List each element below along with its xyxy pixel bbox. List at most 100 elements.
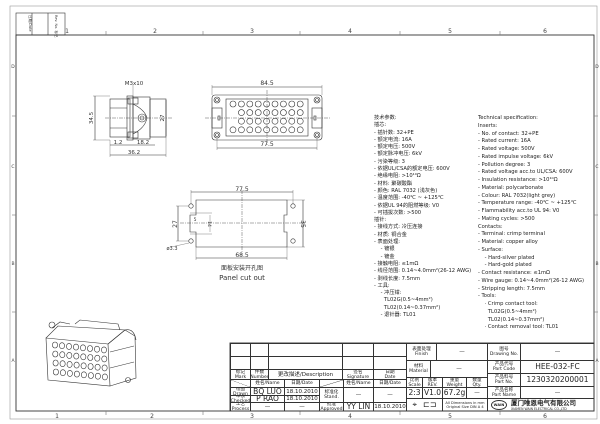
mounting-screw [315,133,319,137]
part-no-value: 1230320200001 [520,373,594,386]
row-letter: B [595,261,598,267]
row-letter: D [11,64,15,70]
spec-line: - Colour: RAL 7032(light grey) [478,192,556,199]
column-number: 1 [55,413,59,420]
column-number: 6 [543,28,547,35]
spec-line: - Insulation resistance: >10¹⁰Ω [478,177,558,183]
projection-symbol-cell: ⌖⊏⊐ [406,398,442,411]
drawing-no-label: 图号 Drawing No. [487,343,520,360]
blank-cell [268,356,342,369]
contact-pin [288,100,296,108]
spec-line: - Temperature range: -40℃ ~ +125℃ [478,200,577,207]
contact-pin [52,341,58,349]
isometric-view-drawing [45,319,137,387]
scale-label: 比例 Scale [406,377,422,387]
mounting-screw [315,98,319,102]
spec-line: - 可插拔次数: >500 [374,209,422,216]
spec-line: - Surface: [478,246,504,253]
contact-pin [280,100,287,108]
spec-line: - 插针数: 32+PE [374,129,414,136]
part-name-label: 产品名称 Part Name [487,386,520,398]
spec-line: - 退针器: TL01 [374,312,416,319]
contact-pin [271,109,279,116]
contact-pin [73,352,80,360]
contact-pin [254,117,262,125]
contact-pin [263,109,270,116]
part-name-value: — [520,386,594,398]
diagonal-cell [230,379,250,387]
contact-pin [254,126,262,134]
spec-line: - Mating cycles: >500 [478,215,535,222]
dim-b: 18.2 [137,140,149,146]
contact-pin [59,342,65,350]
column-number: 3 [250,28,254,35]
blank-cell [373,356,406,369]
contact-pin [52,359,59,367]
contact-pin [254,109,262,116]
qty-label: 数量 Qty. [466,377,487,387]
contact-pin [229,126,237,134]
cutout-dim-hole-distance: 77.5 [235,186,249,193]
contact-pin [238,126,245,134]
contact-pin [288,109,296,116]
spec-line: - Pollution degree: 3 [478,161,531,168]
spec-line: · Crimp contact tool: [478,301,538,307]
column-number: 2 [150,413,154,420]
spec-line: - Material: polycarbonate [478,184,544,191]
qty-value: — [466,387,487,398]
stand-name: — [343,387,373,402]
corner-date-label: 日期/Date [28,15,33,32]
spec-line: - Hard-gold plated [478,262,532,269]
spec-line: - 颜色: RAL 7032 (浅灰色) [374,187,438,194]
description-header: 更改描述/Description [268,369,342,379]
process-name: — [250,402,284,411]
contact-pin [263,100,270,108]
contact-pin [238,109,245,116]
date-header: 日期 Date [373,369,406,379]
checked-label: 审核 Checked [230,395,250,402]
blank-cell [250,343,268,356]
contact-pin [229,100,237,108]
contact-pin [271,126,279,134]
column-number: 5 [448,413,452,420]
contact-pin [80,362,87,370]
mark-header: 标记 Mark [230,369,250,379]
blank-cell [230,356,250,369]
row-letter: C [595,164,598,170]
spec-line: - Rated impulse voltage: 6kV [478,153,554,160]
rev-value: V1.0 [422,387,442,398]
contact-pin [80,344,86,352]
spec-line: - 接触电阻: ≤1mΩ [374,260,419,267]
corner-box: 日期/Date Rev. No. 标记 [15,12,66,38]
contact-pin [66,361,73,368]
contact-pin [246,126,254,134]
contact-pin [296,117,304,125]
spec-line: 插芯: [374,122,387,129]
contact-pin [280,117,287,125]
finish-label: 表面处理 Finish [406,343,436,360]
contact-pin [296,100,304,108]
contact-pin [94,354,101,362]
spec-line: - 绝缘电阻: >10¹⁰Ω [374,173,421,180]
mounting-screw [215,98,219,102]
spec-line: - 表面处理: [374,239,401,246]
process-label: 工艺 Process [230,402,250,411]
diagonal-cell [319,379,343,387]
spec-line: - Rated voltage: 500V [478,146,535,152]
process-date: — [284,402,319,411]
blank-cell [268,343,342,356]
row-letter: A [11,358,15,364]
contact-pin [88,372,94,379]
cutout-dim-hole-diameter: ø3.3 [166,246,177,252]
spec-line: - 镀银 [374,246,395,253]
contact-pin [81,371,87,379]
contact-pin [254,100,262,108]
crosshair-icon: ⌖ [412,400,418,409]
spec-line: - 温度范围: -40℃ ~ +125℃ [374,195,444,202]
name-header: 姓名/Name [343,379,373,387]
contact-pin [73,361,80,369]
material-label: 材料 Material [406,360,430,377]
drawn-name: BQ LUO [250,387,284,395]
checked-date: 18.10.2010 [284,395,319,402]
